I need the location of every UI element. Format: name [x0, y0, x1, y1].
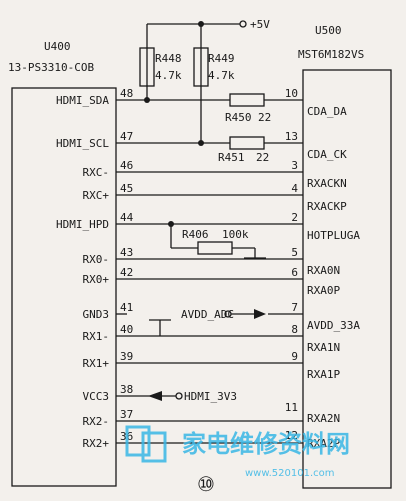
- page-number-mark: ⑩: [197, 472, 215, 496]
- u400-pin-number: 43: [120, 246, 133, 259]
- r449-body: [193, 47, 209, 87]
- watermark-logo-icon: [125, 425, 151, 457]
- u400-pin-label: RX2+: [83, 437, 110, 450]
- r448-value: 4.7k: [155, 69, 182, 82]
- u400-pin-number: 46: [120, 159, 133, 172]
- avdd-arrow: [254, 309, 266, 319]
- u400-pin-label: RXC-: [83, 166, 110, 179]
- r406-value: 100k: [222, 228, 249, 241]
- u400-pin-number: 37: [120, 408, 133, 421]
- u400-pin-label: HDMI_HPD: [56, 218, 109, 231]
- watermark-text: 家电维修资料网: [182, 430, 350, 458]
- r406-body: [197, 241, 233, 255]
- u500-pin-label: CDA_CK: [307, 148, 347, 161]
- u500-pin-label: CDA_DA: [307, 105, 347, 118]
- r450-body: [229, 93, 265, 107]
- u400-pin-label: RX1+: [83, 357, 110, 370]
- u400-pin-number: 48: [120, 87, 133, 100]
- u500-pin-number: 11: [285, 401, 298, 414]
- watermark: 家电维修资料网 www.520101.com: [125, 425, 350, 479]
- r450-name: R450: [225, 111, 252, 124]
- r406-name: R406: [182, 228, 209, 241]
- u500-pin-number: 9: [291, 350, 298, 363]
- u400-pin-number: 42: [120, 266, 133, 279]
- u500-pin-label: RXACKN: [307, 177, 347, 190]
- u400-pin-label: VCC3: [83, 390, 110, 403]
- u500-pin-label: RXA0P: [307, 284, 340, 297]
- u500-pin-number: 5: [291, 246, 298, 259]
- u500-pin-label: RXA2N: [307, 412, 340, 425]
- u500-pin-label: RXA1N: [307, 341, 340, 354]
- u400-box: [11, 87, 117, 487]
- u500-pin-number: 4: [291, 182, 298, 195]
- u500-pin-number: 3: [291, 159, 298, 172]
- u500-part: MST6M182VS: [298, 48, 364, 61]
- watermark-url: www.520101.com: [245, 468, 335, 479]
- u400-pin-number: 45: [120, 182, 133, 195]
- u500-pin-label: RXA2P: [307, 437, 340, 450]
- u500-pin-number: 2: [291, 211, 298, 224]
- u400-pin-label: RX0-: [83, 253, 110, 266]
- u400-pin-number: 38: [120, 383, 133, 396]
- r448-body: [139, 47, 155, 87]
- u400-pin-label: RX1-: [83, 330, 110, 343]
- u500-pin-number: 6: [291, 266, 298, 279]
- u500-pin-label: RXA1P: [307, 368, 340, 381]
- hdmi-3v3-label: HDMI_3V3: [184, 390, 237, 403]
- r448-name: R448: [155, 52, 182, 65]
- u400-pin-number: 47: [120, 130, 133, 143]
- u400-pin-label: RX2-: [83, 415, 110, 428]
- u500-pin-number: 8: [291, 323, 298, 336]
- avdd-adc-label: AVDD_ADC: [181, 308, 234, 321]
- u500-pin-number: 13: [285, 130, 298, 143]
- u400-pin-label: RXC+: [83, 189, 110, 202]
- u400-pin-label: HDMI_SCL: [56, 137, 109, 150]
- u500-box: [302, 69, 392, 489]
- u500-pin-number: 12: [285, 429, 298, 442]
- u400-pin-number: 39: [120, 350, 133, 363]
- power-label: +5V: [250, 18, 270, 31]
- r450-value: 22: [258, 111, 271, 124]
- u400-pin-number: 41: [120, 301, 133, 314]
- u400-pin-number: 44: [120, 211, 134, 224]
- u400-pin-label: HDMI_SDA: [56, 94, 109, 107]
- u500-pin-label: AVDD_33A: [307, 319, 360, 332]
- u400-pin-number: 40: [120, 323, 133, 336]
- u400-ref: U400: [44, 40, 71, 53]
- r449-value: 4.7k: [208, 69, 235, 82]
- hdmi3v3-arrow: [148, 391, 162, 401]
- u500-pin-label: RXA0N: [307, 264, 340, 277]
- r451-name: R451: [218, 151, 245, 164]
- r451-body: [229, 136, 265, 150]
- u400-pin-label: RX0+: [83, 273, 110, 286]
- u500-pin-label: HOTPLUGA: [307, 229, 360, 242]
- u500-pin-number: 10: [285, 87, 298, 100]
- u400-pin-label: GND3: [83, 308, 110, 321]
- r449-name: R449: [208, 52, 235, 65]
- u400-part: 13-PS3310-COB: [8, 61, 94, 74]
- u500-ref: U500: [315, 24, 342, 37]
- u500-pin-number: 7: [291, 301, 298, 314]
- u500-pin-label: RXACKP: [307, 200, 347, 213]
- r451-value: 22: [256, 151, 269, 164]
